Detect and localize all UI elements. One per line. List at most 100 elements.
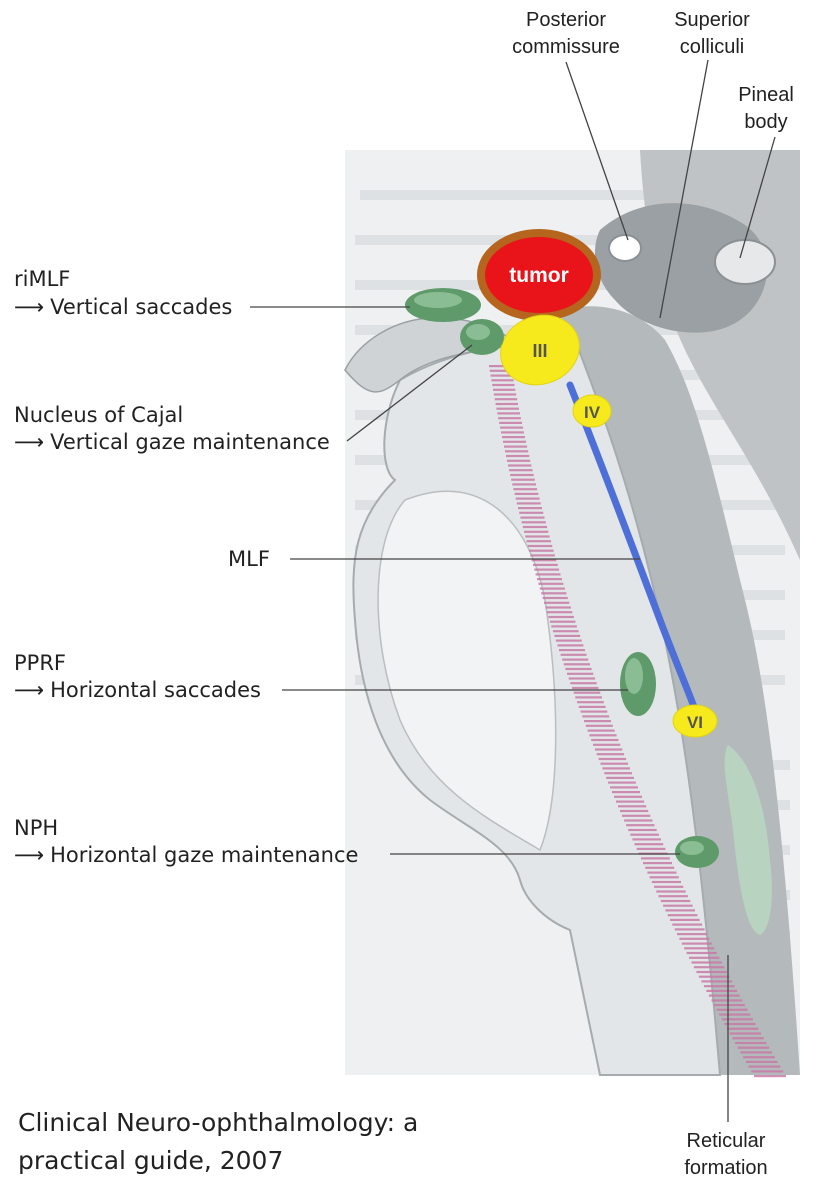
- reticular-dash: [721, 1018, 753, 1021]
- reticular-dash: [606, 776, 634, 779]
- citation-line2: practical guide, 2007: [18, 1146, 284, 1175]
- reticular-dash: [732, 1037, 764, 1040]
- reticular-dash: [552, 630, 579, 633]
- cajal-name-label: Nucleus of Cajal: [14, 403, 184, 427]
- reticular-dash: [575, 696, 602, 699]
- reticular-dash: [689, 956, 720, 959]
- posterior-commissure-label-line2: commissure: [512, 36, 620, 58]
- reticular-dash: [519, 511, 544, 514]
- reticular-dash: [493, 388, 516, 391]
- reticular-dash: [745, 1060, 778, 1063]
- reticular-dash: [622, 814, 651, 817]
- reticular-dash: [674, 928, 705, 931]
- reticular-dash: [503, 440, 527, 443]
- reticular-dash: [585, 724, 613, 727]
- nucleus-iii: [500, 314, 580, 386]
- posterior-commissure-shape: [608, 234, 642, 262]
- arrow-icon: ⟶: [14, 843, 45, 867]
- reticular-dash: [632, 838, 661, 841]
- reticular-dash: [604, 772, 632, 775]
- reticular-dash: [706, 989, 738, 992]
- reticular-dash: [643, 862, 672, 865]
- nph-name-label: NPH: [14, 816, 59, 840]
- leader-posterior-commissure: [565, 61, 629, 241]
- reticular-dash: [555, 639, 582, 642]
- reticular-dash: [612, 791, 640, 794]
- pprf-function-text: Horizontal saccades: [50, 678, 261, 702]
- reticular-dash: [557, 644, 584, 647]
- reticular-dash: [614, 795, 642, 798]
- reticular-dash: [573, 691, 601, 694]
- rimlf-function-label: ⟶Vertical saccades: [14, 294, 232, 321]
- reticular-dash: [521, 521, 546, 524]
- pprf-highlight: [625, 658, 643, 694]
- reticular-dash: [529, 549, 554, 552]
- reticular-dash: [708, 994, 740, 997]
- reticular-dash: [548, 615, 574, 619]
- reticular-formation-dashes: [489, 365, 786, 1078]
- tumor: [485, 237, 593, 313]
- reticular-dash: [511, 478, 535, 481]
- reticular-dash: [724, 1022, 756, 1026]
- superior-colliculi-shape: [595, 203, 768, 333]
- nph-function-label: ⟶Horizontal gaze maintenance: [14, 842, 358, 869]
- reticular-dash: [544, 601, 570, 604]
- reticular-dash: [654, 885, 684, 888]
- reticular-dash: [546, 611, 573, 614]
- reticular-dash: [593, 743, 621, 746]
- reticular-dash: [492, 383, 515, 387]
- reticular-dash: [630, 833, 659, 836]
- reticular-dash: [719, 1013, 751, 1016]
- pineal-body-shape: [714, 239, 776, 285]
- reticular-dash: [541, 592, 567, 595]
- reticular-dash: [751, 1070, 784, 1073]
- reticular-dash: [507, 459, 531, 462]
- reticular-dash: [636, 847, 666, 850]
- reticular-dash: [737, 1046, 770, 1049]
- pineal-body-label-line1: Pineal: [738, 84, 794, 106]
- reticular-dash: [577, 701, 604, 704]
- reticular-dash: [491, 379, 514, 382]
- reticular-dash: [703, 985, 735, 988]
- reticular-dash: [559, 649, 585, 652]
- reticular-dash: [711, 999, 743, 1002]
- green-longitudinal-band: [724, 745, 772, 935]
- reticular-dash: [624, 819, 653, 822]
- reticular-dash: [526, 540, 551, 543]
- arrow-icon: ⟶: [14, 295, 45, 319]
- reticular-dash: [696, 970, 727, 974]
- reticular-dash: [634, 843, 664, 846]
- reticular-dash: [582, 715, 610, 718]
- reticular-dash: [515, 497, 540, 500]
- reticular-dash: [740, 1051, 772, 1054]
- reticular-dash: [647, 871, 677, 874]
- reticular-dash: [681, 942, 712, 945]
- pprf-function-label: ⟶Horizontal saccades: [14, 677, 261, 704]
- reticular-dash: [591, 738, 619, 742]
- reticular-dash: [679, 937, 710, 940]
- reticular-dash: [501, 431, 524, 434]
- reticular-dash: [600, 762, 629, 765]
- cajal-function-text: Vertical gaze maintenance: [50, 430, 330, 454]
- reticular-dash: [628, 828, 657, 832]
- reticular-dash: [663, 904, 693, 907]
- reticular-dash: [531, 559, 557, 562]
- reticular-dash: [572, 686, 599, 690]
- citation: Clinical Neuro-ophthalmology: a practica…: [18, 1104, 418, 1180]
- reticular-dash: [670, 918, 700, 921]
- reticular-dash: [667, 914, 698, 917]
- reticular-dash: [686, 951, 717, 955]
- reticular-formation-label-line1: Reticular: [687, 1130, 766, 1152]
- reticular-dash: [513, 488, 538, 491]
- reticular-dash: [587, 729, 615, 732]
- reticular-dash: [489, 369, 512, 372]
- citation-line1: Clinical Neuro-ophthalmology: a: [18, 1108, 419, 1137]
- reticular-dash: [672, 923, 703, 926]
- reticular-dash: [539, 587, 565, 590]
- reticular-dash: [578, 705, 606, 708]
- leader-pineal-body: [739, 136, 776, 259]
- reticular-dash: [494, 398, 518, 401]
- nph-function-text: Horizontal gaze maintenance: [50, 843, 359, 867]
- reticular-dash: [537, 578, 562, 581]
